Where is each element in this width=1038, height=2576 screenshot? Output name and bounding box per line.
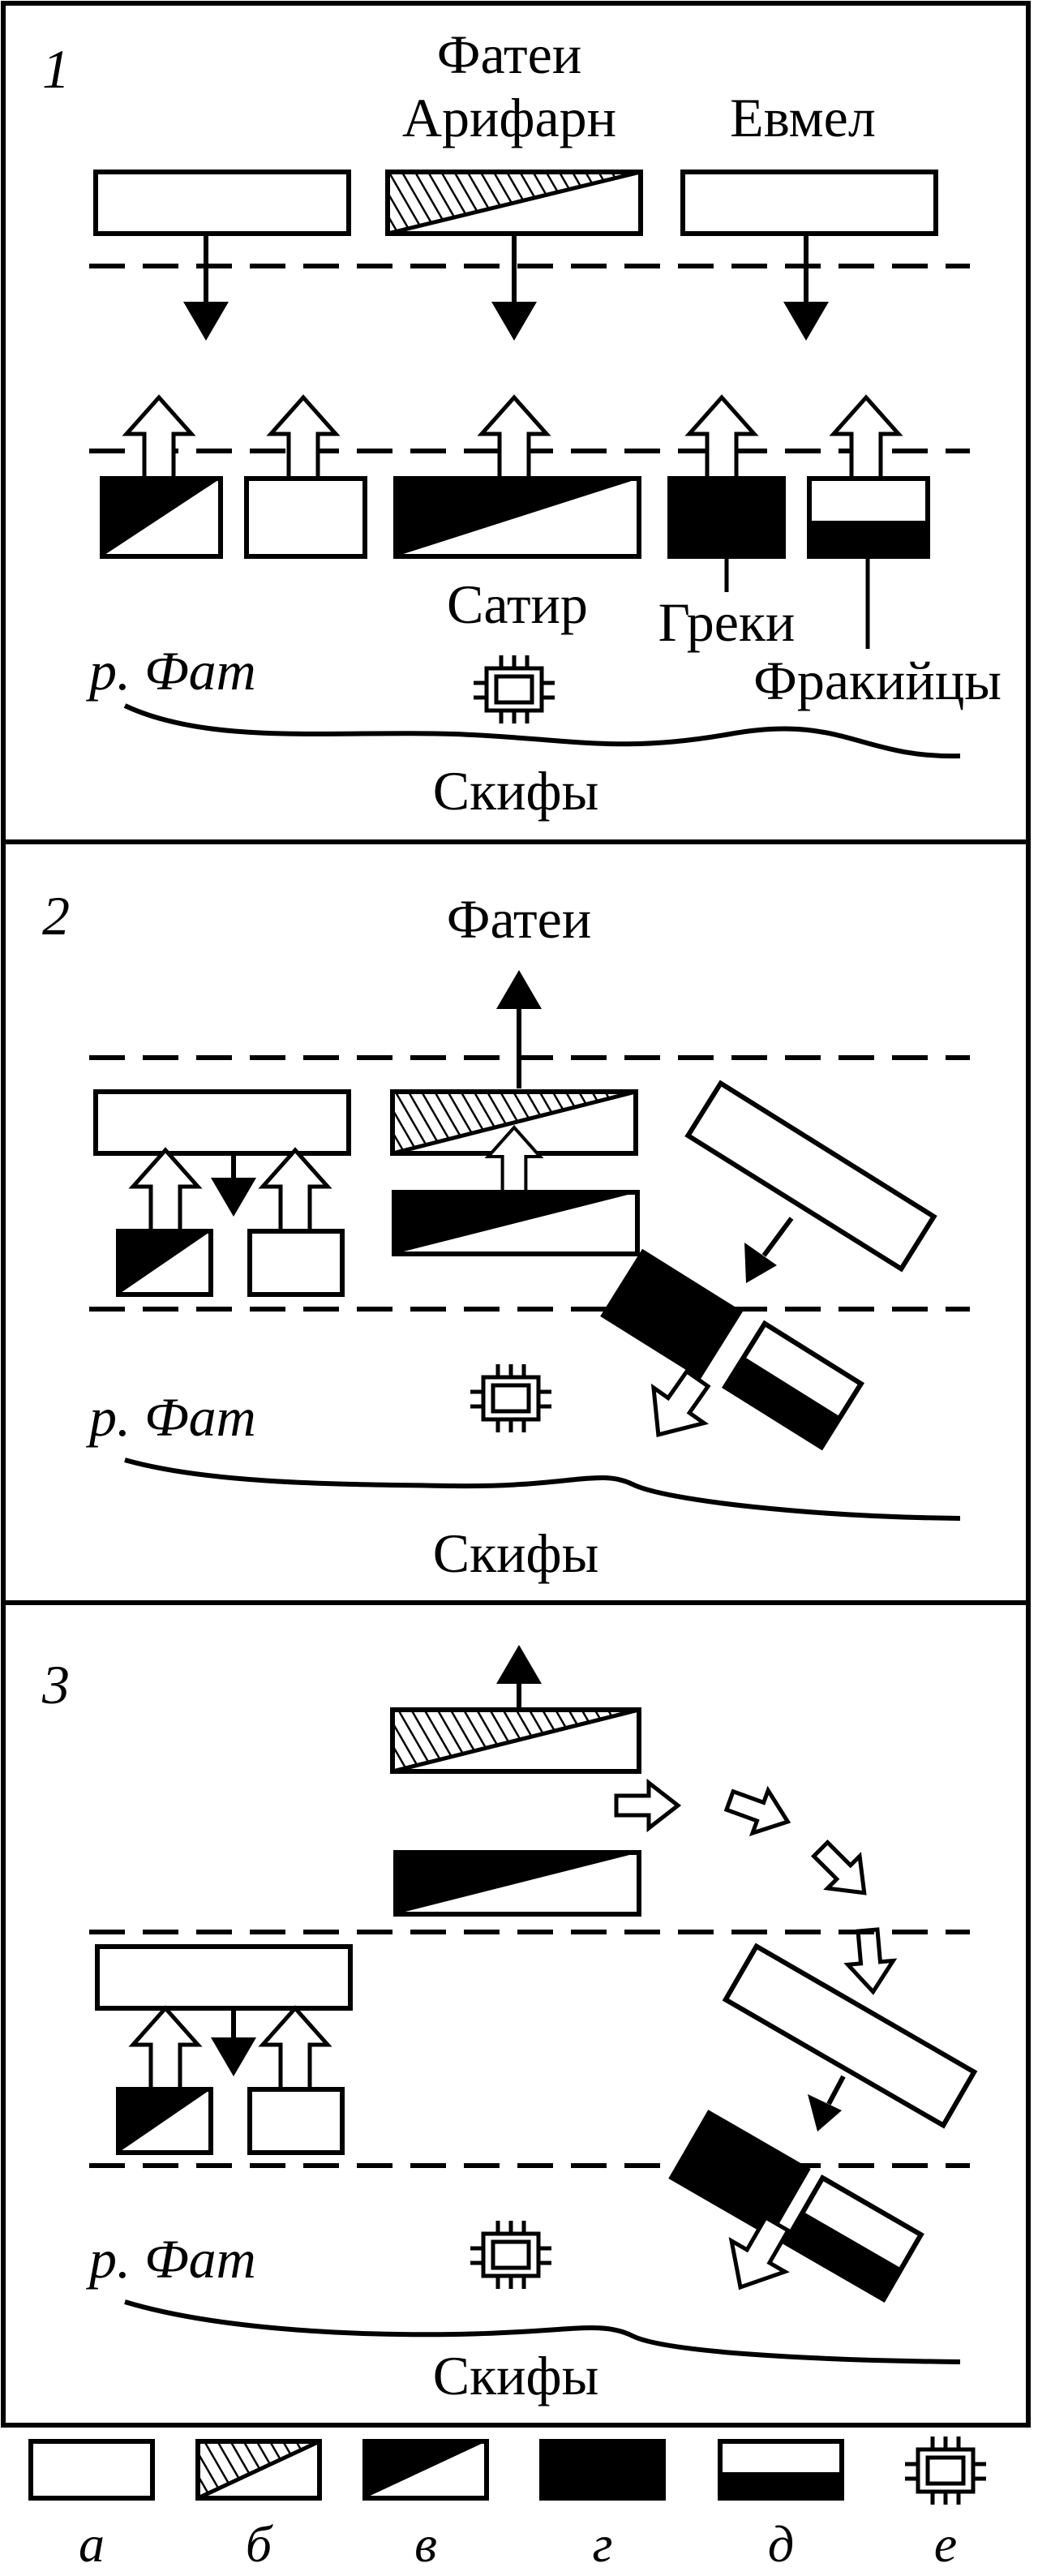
- legend: а б в г д е: [28, 2436, 986, 2573]
- river-line: [124, 2299, 961, 2364]
- legend-label-e: е: [934, 2515, 957, 2573]
- panel-1-number: 1: [42, 38, 70, 100]
- arrow-down: [744, 1217, 794, 1283]
- arrow-open-down-left: [728, 2214, 791, 2290]
- legend-symbol-b: [195, 2439, 322, 2501]
- arrow-open-down-left: [650, 1368, 711, 1437]
- unit-arifarn-box: [390, 1707, 641, 1774]
- arrow-down: [183, 234, 229, 341]
- legend-symbol-v: [362, 2439, 489, 2501]
- panel-2: 2 Фатеи: [42, 885, 970, 1584]
- unit-fatei-box: [93, 1089, 351, 1156]
- label-evmel: Евмел: [730, 87, 876, 148]
- fortress-icon: [470, 2221, 551, 2289]
- label-frakiytsy: Фракийцы: [753, 650, 1002, 711]
- unit-black-triangle: [100, 476, 223, 559]
- legend-label-v: в: [414, 2515, 437, 2573]
- unit-white-box: [244, 476, 367, 559]
- unit-evmel-box: [684, 1080, 937, 1273]
- unit-arifarn-box: [385, 170, 643, 236]
- legend-symbol-g: [539, 2439, 666, 2501]
- label-river: р. Фат: [86, 1386, 256, 1448]
- unit-black-triangle: [116, 2087, 213, 2155]
- unit-evmel-box: [680, 170, 938, 236]
- river-line: [124, 1458, 961, 1521]
- legend-label-d: д: [768, 2515, 794, 2573]
- arrow-open-path: [845, 1929, 895, 1994]
- fortress-icon: [470, 1364, 551, 1432]
- panel-3: 3: [41, 1645, 978, 2406]
- label-arifarn: Арифарн: [402, 87, 616, 148]
- label-greki: Греки: [658, 591, 796, 653]
- arrow-up-open: [133, 2008, 198, 2089]
- unit-arifarn-army: [393, 476, 641, 559]
- unit-arifarn-army: [393, 1850, 641, 1917]
- label-river: р. Фат: [86, 640, 256, 702]
- unit-greeks: [667, 476, 786, 559]
- label-scythians: Скифы: [433, 2345, 599, 2406]
- river-line: [123, 703, 961, 759]
- panel-1: 1 Фатеи Арифарн Евмел: [42, 24, 1002, 822]
- unit-black-triangle: [116, 1229, 213, 1297]
- unit-fatei-box: [95, 1944, 353, 2011]
- arrow-down: [808, 2075, 846, 2132]
- arrow-up: [496, 970, 542, 1088]
- panel-2-number: 2: [42, 885, 70, 947]
- arrow-open-path: [804, 1833, 880, 1908]
- label-fatei: Фатеи: [437, 24, 581, 85]
- panel-3-number: 3: [41, 1654, 70, 1715]
- arrow-up-open: [689, 397, 754, 479]
- arrow-down: [211, 2008, 256, 2076]
- unit-white-box: [247, 1229, 345, 1297]
- label-river: р. Фат: [86, 2228, 256, 2290]
- unit-thracians: [807, 476, 930, 559]
- unit-thracians: [722, 1320, 864, 1451]
- unit-evmel-box: [722, 1943, 978, 2129]
- arrow-up-open: [127, 397, 191, 479]
- arrow-open-path: [722, 1780, 796, 1844]
- arrow-down: [491, 234, 537, 341]
- unit-arifarn-army: [392, 1190, 640, 1256]
- label-scythians: Скифы: [433, 760, 599, 822]
- fortress-icon: [474, 655, 555, 723]
- unit-greeks: [600, 1248, 743, 1380]
- label-fatei-2: Фатеи: [447, 888, 591, 950]
- unit-fatei-box: [93, 170, 351, 236]
- unit-white-box: [247, 2087, 345, 2155]
- unit-greeks: [668, 2110, 811, 2238]
- arrow-up: [496, 1645, 542, 1710]
- legend-symbol-a: [28, 2439, 155, 2501]
- arrow-down: [783, 234, 829, 341]
- panel-3-frame: [1, 1600, 1031, 2428]
- arrow-up-open: [263, 2008, 328, 2089]
- arrow-open-path: [616, 1783, 678, 1828]
- arrow-up-open: [834, 397, 899, 479]
- legend-label-a: а: [79, 2515, 105, 2573]
- arrow-down: [211, 1153, 256, 1217]
- label-satir: Сатир: [447, 573, 588, 635]
- legend-label-b: б: [246, 2515, 273, 2573]
- arrow-up-open: [133, 1150, 198, 1231]
- label-scythians: Скифы: [433, 1522, 599, 1584]
- unit-thracians: [782, 2175, 924, 2303]
- arrow-up-open: [482, 397, 547, 479]
- arrow-up-open: [271, 397, 336, 479]
- arrow-up-open: [263, 1150, 328, 1231]
- legend-symbol-e: [905, 2436, 986, 2505]
- legend-symbol-d: [718, 2439, 844, 2501]
- legend-label-g: г: [593, 2515, 613, 2573]
